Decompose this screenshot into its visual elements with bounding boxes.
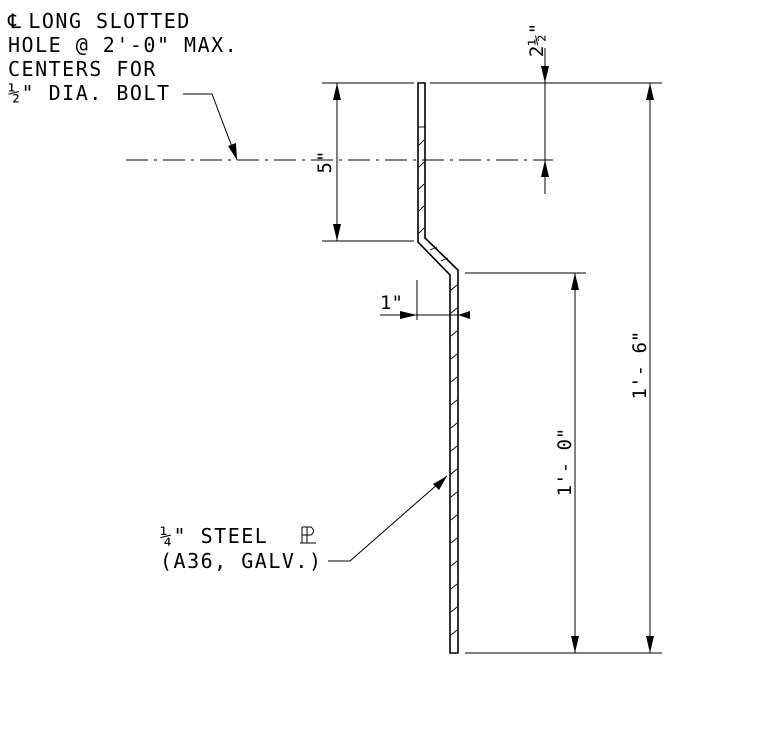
hatch-line — [450, 629, 458, 636]
dim-top-to-hole-label: 2½" — [526, 23, 548, 57]
hatch-line — [450, 445, 458, 452]
hatch-line — [418, 183, 425, 190]
dim-offset-label: 1" — [380, 292, 403, 314]
hole-note-line-4: ½" DIA. BOLT — [8, 81, 171, 105]
hole-note-line-1: ℄LONG SLOTTED — [7, 9, 191, 33]
hatch-line — [450, 537, 458, 544]
plate-note-line-1: ¼" STEEL — [160, 524, 268, 548]
dim-lower-leg-label: 1'- 0" — [554, 428, 576, 497]
hatch-line — [450, 353, 458, 360]
hole-note-leader — [183, 93, 238, 161]
plate-section-hatching — [418, 139, 458, 636]
hatch-line — [450, 514, 458, 521]
hatch-line — [418, 139, 425, 146]
dim-overall: 1'- 6" — [629, 83, 654, 653]
bent-steel-plate — [417, 82, 459, 654]
hatch-line — [450, 330, 458, 337]
hatch-line — [450, 307, 458, 314]
dim-overall-label: 1'- 6" — [629, 331, 651, 400]
plate-outline — [417, 82, 459, 654]
dim-top-to-hole: 2½" — [526, 23, 549, 194]
hole-note-line-2: HOLE @ 2'-0" MAX. — [8, 33, 238, 57]
hatch-line — [450, 606, 458, 613]
hatch-line — [440, 257, 449, 262]
centerline-symbol: ℄ — [7, 9, 22, 33]
hatch-line — [450, 399, 458, 406]
hatch-line — [418, 161, 425, 168]
hatch-line — [450, 422, 458, 429]
hatch-line — [450, 376, 458, 383]
dim-vertical-leg: 5" — [314, 83, 341, 241]
hatch-line — [429, 246, 438, 251]
hatch-line — [418, 227, 425, 234]
dim-lower-leg: 1'- 0" — [554, 273, 579, 653]
plate-note-leader — [328, 475, 448, 562]
plate-thickness-fraction: ¼ — [160, 524, 174, 548]
plate-note-line-2: (A36, GALV.) — [160, 549, 323, 573]
hatch-line — [450, 491, 458, 498]
hatch-line — [450, 284, 458, 291]
hatch-line — [450, 468, 458, 475]
dim-vertical-leg-label: 5" — [314, 151, 336, 174]
hole-note: ℄LONG SLOTTED HOLE @ 2'-0" MAX. CENTERS … — [7, 9, 238, 161]
bolt-diameter-fraction: ½ — [8, 81, 22, 105]
plate-symbol — [300, 526, 316, 544]
extension-lines — [322, 82, 662, 654]
hole-note-line-3: CENTERS FOR — [8, 57, 157, 81]
hatch-line — [450, 560, 458, 567]
hatch-line — [418, 205, 425, 212]
dim-offset: 1" — [380, 292, 470, 319]
plate-note: ¼" STEEL (A36, GALV.) — [160, 475, 448, 573]
hatch-line — [450, 583, 458, 590]
